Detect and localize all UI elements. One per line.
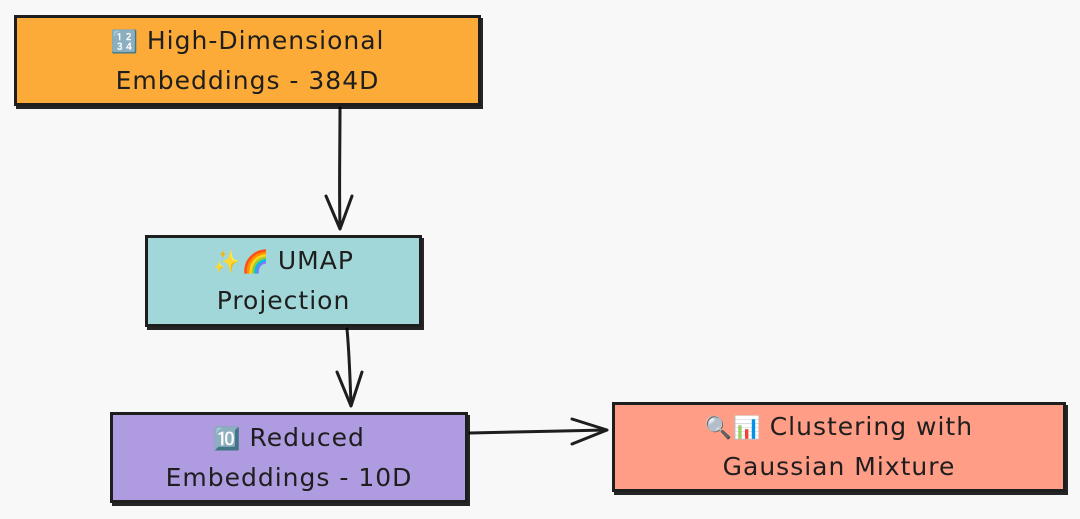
magnifier-chart-icon: 🔍📊 <box>704 416 762 441</box>
ten-icon: 🔟 <box>213 426 242 452</box>
node-label-line2: Embeddings - 10D <box>165 462 413 492</box>
sparkles-rainbow-icon: ✨🌈 <box>213 250 270 275</box>
node-label-line1: UMAP <box>277 246 354 275</box>
node-high-dimensional-embeddings[interactable]: 🔢 High-Dimensional Embeddings - 384D <box>14 15 481 106</box>
arrow-embeddings-to-umap <box>324 106 354 231</box>
node-clustering-gaussian-mixture[interactable]: 🔍📊 Clustering with Gaussian Mixture <box>612 402 1066 492</box>
arrow-reduced-to-clustering <box>468 417 609 446</box>
node-label-line2: Projection <box>216 286 351 315</box>
node-label-line2: Embeddings - 384D <box>115 65 380 95</box>
node-label-line2: Gaussian Mixture <box>722 452 956 481</box>
node-reduced-embeddings[interactable]: 🔟 Reduced Embeddings - 10D <box>110 412 468 503</box>
node-label-line1: High-Dimensional <box>146 25 385 55</box>
numbers-icon: 🔢 <box>110 29 139 55</box>
node-umap-projection[interactable]: ✨🌈 UMAP Projection <box>145 235 422 327</box>
node-label-line1: Clustering with <box>769 412 974 441</box>
arrow-umap-to-reduced <box>335 327 364 408</box>
node-label-line1: Reduced <box>249 422 365 452</box>
